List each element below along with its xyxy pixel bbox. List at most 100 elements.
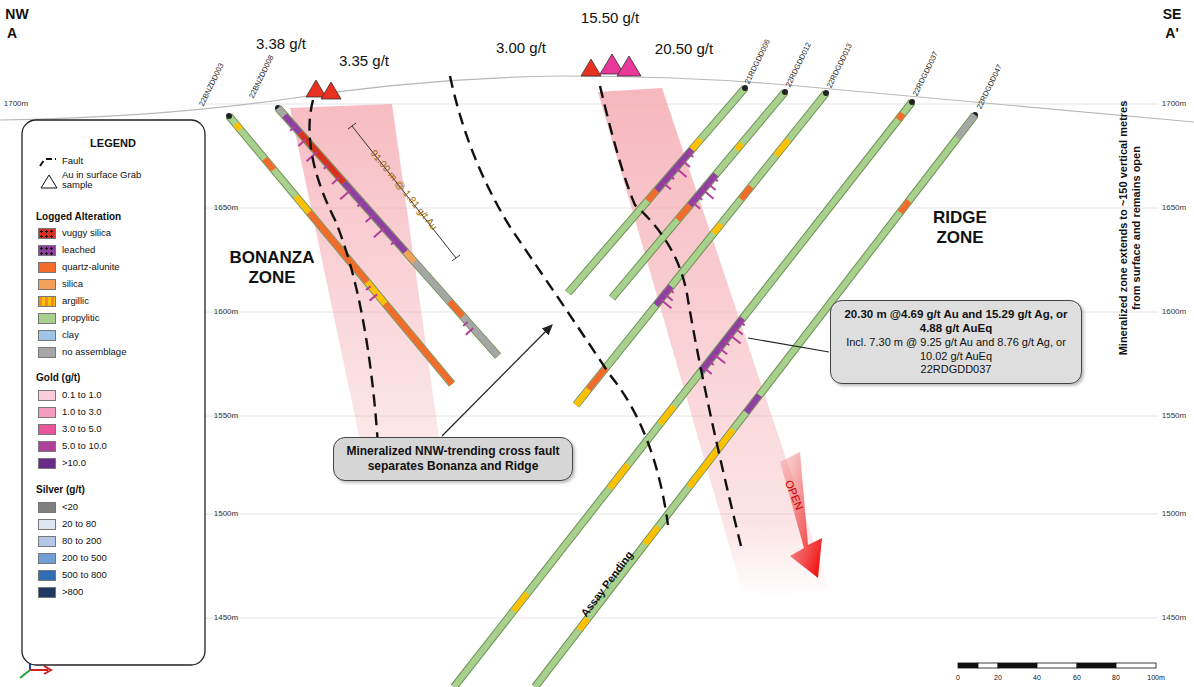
drill-stroke [669, 289, 674, 293]
drill-stroke [660, 406, 674, 424]
drill-stroke [367, 282, 385, 303]
elevation: 1700m [4, 99, 28, 108]
drill-stroke [714, 355, 725, 364]
legend-swatch [38, 313, 56, 324]
legend-text: 200 to 500 [62, 553, 107, 563]
legend-text: leached [62, 245, 95, 255]
drill-stroke [463, 316, 498, 356]
drill-stroke [665, 294, 673, 300]
legend-text: >10.0 [62, 458, 86, 468]
drill-stroke [370, 294, 378, 300]
drill-stroke [296, 196, 309, 212]
hole-id: 22BNZDD008 [248, 54, 276, 100]
drill-stroke [957, 115, 975, 138]
drill-stroke [535, 115, 975, 687]
drill-stroke [692, 139, 701, 149]
drill-stroke [366, 215, 373, 222]
drill-stroke [290, 127, 294, 131]
collar [782, 89, 788, 95]
scale-number: 80 [1112, 674, 1120, 682]
drill-stroke [332, 177, 339, 184]
legend-swatch [38, 245, 56, 256]
drill-stroke [701, 318, 742, 371]
elevation: 1600m [1162, 307, 1186, 316]
drill-stroke [682, 161, 690, 168]
drill-stroke [610, 465, 628, 488]
drill-stroke [740, 322, 745, 326]
legend-text: 500 to 800 [62, 570, 107, 580]
drill-stroke [568, 88, 745, 293]
drill-stroke [309, 212, 367, 282]
drill-stroke [324, 165, 328, 169]
drill-stroke [746, 395, 759, 412]
hole-id: 21RDGDD006 [744, 38, 773, 85]
legend-swatch [38, 330, 56, 341]
legend-swatch [38, 407, 56, 418]
assay-value: 3.00 g/t [496, 39, 546, 56]
drill-stroke [579, 618, 588, 629]
elevation: 1450m [1162, 613, 1186, 622]
legend-swatch [38, 519, 56, 530]
drill-stroke [657, 150, 692, 191]
legend-text: 20 to 80 [62, 519, 96, 529]
legend-swatch [38, 536, 56, 547]
legend-text: <20 [62, 502, 78, 512]
legend-heading: Gold (g/t) [36, 372, 80, 384]
drill-stroke [689, 430, 733, 487]
legend-text: Fault [62, 156, 83, 166]
hole-id: 22BNZDD003 [198, 62, 226, 108]
elevation: 1450m [214, 613, 238, 622]
box-text: Incl. 7.30 m @ 9.25 g/t Au and 8.76 g/t … [841, 336, 1071, 364]
elevation: 1700m [1162, 99, 1186, 108]
legend-swatch [38, 347, 56, 358]
legend-swatch [38, 279, 56, 290]
drill-stroke [735, 328, 743, 334]
drill-stroke [535, 115, 975, 687]
topography [0, 76, 1194, 122]
elevation: 1500m [214, 509, 238, 518]
intercept-bracket [348, 123, 460, 261]
collar [742, 85, 748, 91]
drill-stroke [612, 92, 785, 298]
drill-stroke [704, 368, 712, 374]
drill-stroke [703, 190, 714, 199]
assay-value: 3.35 g/t [339, 52, 389, 69]
elevation: 1650m [214, 203, 238, 212]
legend-text: 5.0 to 10.0 [62, 441, 107, 451]
drill-stroke [340, 190, 350, 199]
scale-number: 0 [956, 674, 960, 682]
drill-stroke [454, 102, 912, 687]
drill-stroke [357, 203, 361, 207]
legend-text: 80 to 200 [62, 536, 102, 546]
box-text: 20.30 m @4.69 g/t Au and 15.29 g/t Ag, o… [841, 307, 1071, 336]
drill-stroke [406, 252, 415, 262]
drill-stroke [719, 348, 727, 354]
assay-value: 3.38 g/t [256, 35, 306, 52]
legend-text: Au in surface Grab sample [62, 170, 172, 191]
drill-stroke [265, 159, 274, 170]
legend-text: propylitic [62, 313, 100, 323]
hole-id: 22RDGDD037 [912, 50, 941, 97]
legend-heading: LEGEND [90, 137, 136, 150]
legend-samples [40, 159, 57, 188]
status-label: Assay Pending [578, 549, 636, 620]
legend-swatch [38, 458, 56, 469]
hole-id: 22RDGDD013 [826, 42, 855, 89]
drill-stroke [463, 322, 467, 326]
drill-stroke [692, 202, 700, 208]
box-text: 22RDGDD037 [841, 363, 1071, 377]
drill-stroke [776, 140, 789, 156]
drill-stroke [898, 114, 903, 120]
legend-text: silica [62, 279, 83, 289]
section-end: A [7, 25, 17, 41]
scale-number: 100m [1147, 674, 1165, 682]
drill-stroke [414, 262, 449, 302]
drill-stroke [663, 183, 671, 190]
legend-text: 1.0 to 3.0 [62, 407, 102, 417]
drill-stroke [466, 328, 473, 335]
drill-stroke [714, 224, 722, 233]
legend-swatch [38, 587, 56, 598]
drill-stroke [698, 196, 703, 200]
zone-name: BONANZA ZONE [217, 248, 327, 287]
callout-box: Mineralized NNW-trending cross fault sep… [333, 437, 573, 481]
